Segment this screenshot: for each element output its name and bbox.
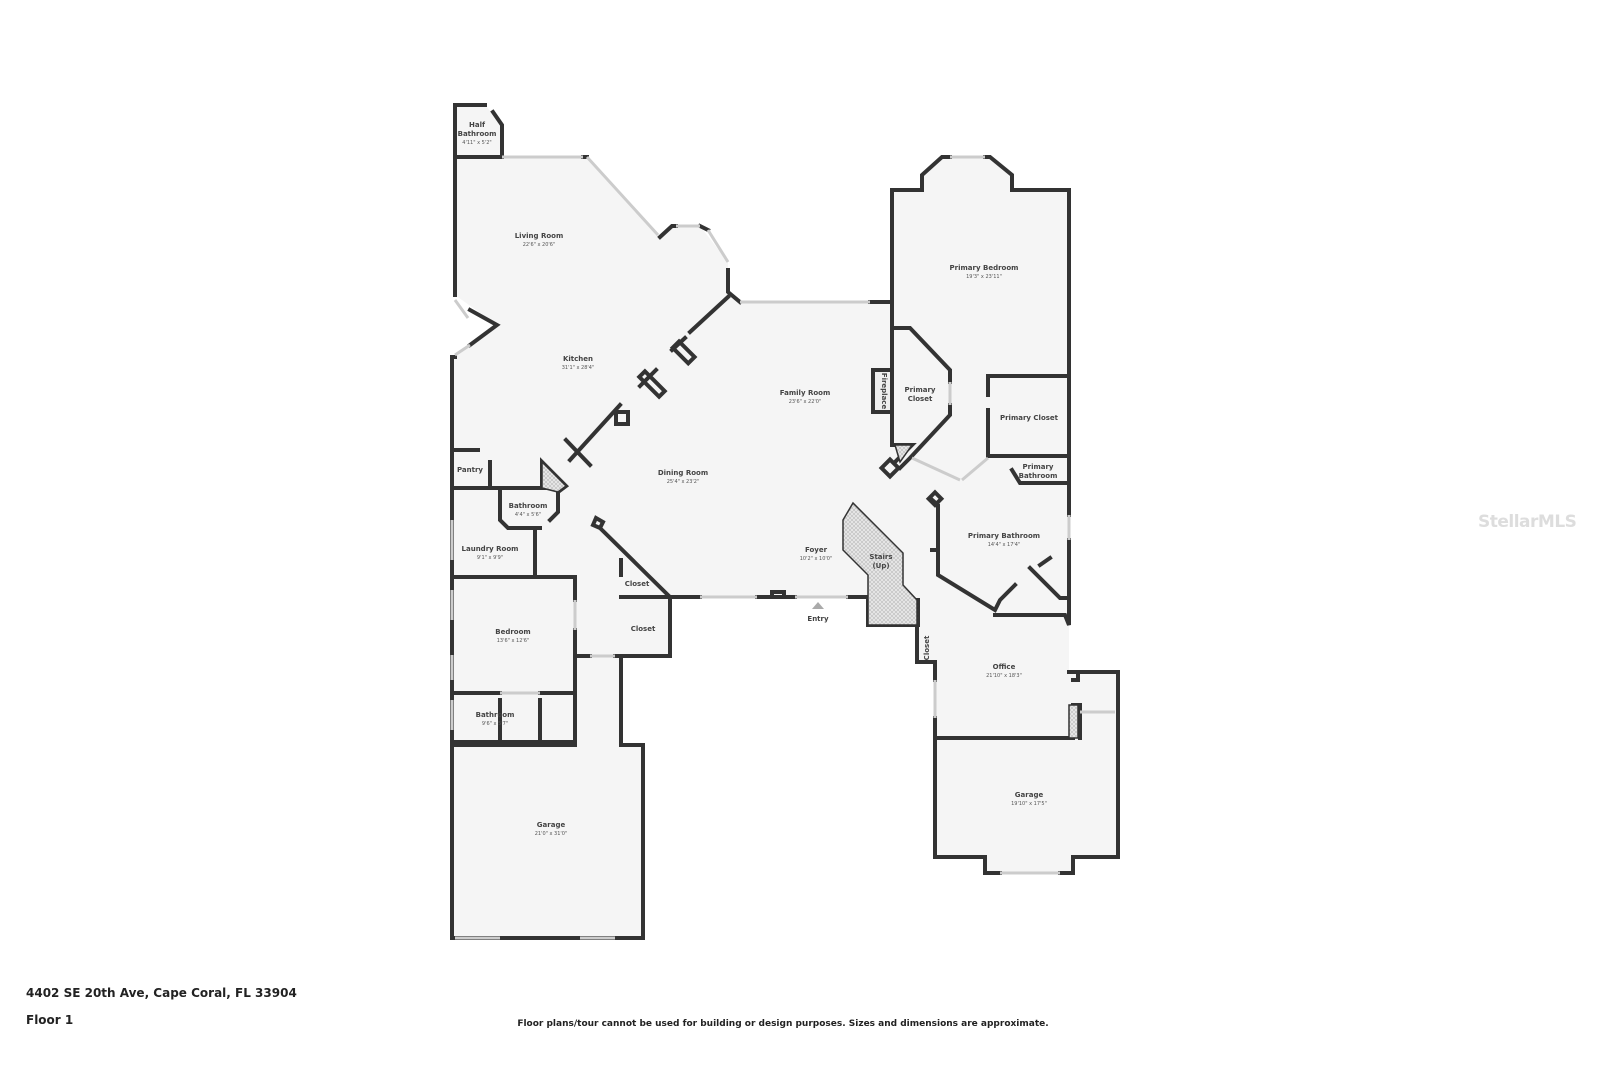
walls	[450, 103, 1120, 940]
floor-fill	[452, 105, 1118, 938]
room-name: Fireplace	[880, 373, 888, 410]
hatched-area	[893, 444, 914, 464]
stairs-graphic	[842, 501, 918, 626]
room-dimensions: 9'1" x 9'9"	[477, 555, 503, 561]
room-name: Bathroom	[509, 502, 548, 510]
room-name: Primary Closet	[1000, 414, 1059, 422]
room-dimensions: 4'11" x 5'2"	[462, 140, 491, 146]
disclaimer: Floor plans/tour cannot be used for buil…	[517, 1019, 1049, 1029]
room-name: Primary	[1022, 463, 1053, 471]
room-dimensions: 13'6" x 12'6"	[497, 638, 530, 644]
room-name: Closet	[923, 635, 931, 660]
room-name: Office	[993, 663, 1016, 671]
room-name: Family Room	[780, 389, 831, 397]
room-name: Bedroom	[495, 628, 530, 636]
room-name: Laundry Room	[462, 545, 519, 553]
room-name: Foyer	[805, 546, 828, 554]
room-name: Bathroom	[476, 711, 515, 719]
room-name: Closet	[631, 625, 656, 633]
room-dimensions: 10'2" x 10'0"	[800, 556, 833, 562]
room-name: (Up)	[872, 562, 889, 570]
entry-arrow-icon	[812, 602, 824, 609]
watermark: StellarMLS	[1478, 512, 1577, 532]
room-name: Half	[469, 121, 486, 129]
room-dimensions: 22'6" x 20'6"	[523, 242, 556, 248]
room-name: Bathroom	[1019, 472, 1058, 480]
room-dimensions: 31'1" x 28'4"	[562, 365, 595, 371]
room-name: Primary	[904, 386, 935, 394]
property-address: 4402 SE 20th Ave, Cape Coral, FL 33904	[26, 986, 297, 1000]
windows	[450, 155, 1115, 940]
room-name: Garage	[1015, 791, 1044, 799]
room-dimensions: 23'6" x 22'0"	[789, 399, 822, 405]
room-name: Stairs	[869, 553, 892, 561]
room-name: Kitchen	[563, 355, 593, 363]
room-dimensions: 19'10" x 17'5"	[1011, 801, 1047, 807]
entry-label: Entry	[807, 615, 829, 623]
room-name: Garage	[537, 821, 566, 829]
room-name: Dining Room	[658, 469, 708, 477]
room-name: Closet	[625, 580, 650, 588]
room-name: Pantry	[457, 466, 483, 474]
room-dimensions: 4'4" x 5'6"	[515, 512, 541, 518]
room-name: Closet	[908, 395, 933, 403]
room-dimensions: 19'3" x 23'11"	[966, 274, 1002, 280]
floor-label: Floor 1	[26, 1013, 74, 1027]
hatched-area	[1068, 704, 1079, 739]
room-name: Primary Bedroom	[950, 264, 1019, 272]
room-dimensions: 25'4" x 23'2"	[667, 479, 700, 485]
hatched-area	[541, 460, 568, 493]
room-name: Living Room	[515, 232, 564, 240]
room-dimensions: 21'10" x 18'3"	[986, 673, 1022, 679]
room-dimensions: 21'0" x 31'0"	[535, 831, 568, 837]
room-dimensions: 14'4" x 17'4"	[988, 542, 1021, 548]
room-name: Bathroom	[458, 130, 497, 138]
room-name: Primary Bathroom	[968, 532, 1040, 540]
room-dimensions: 9'6" x 5'7"	[482, 721, 508, 727]
